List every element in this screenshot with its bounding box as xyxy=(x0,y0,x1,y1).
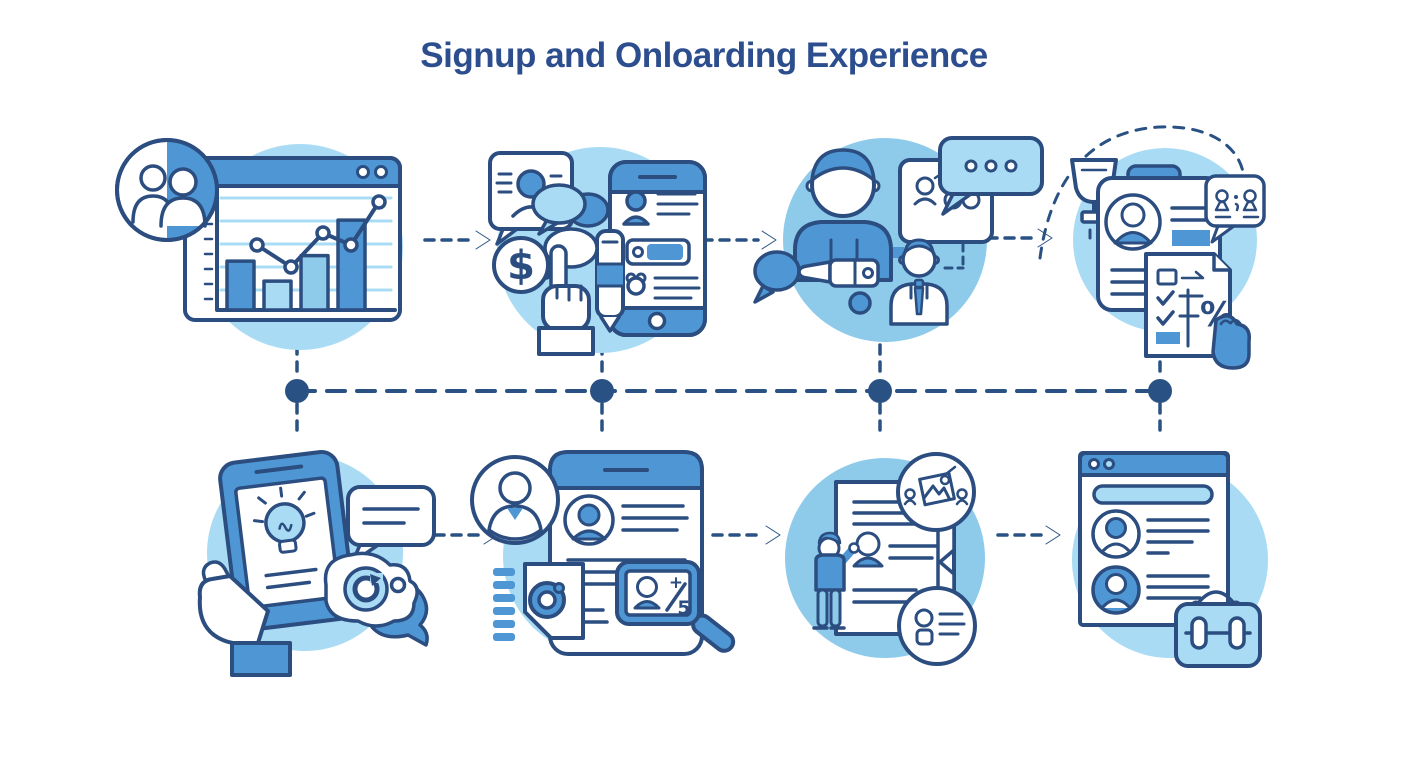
rating-magnifier-icon: + 5 xyxy=(615,560,736,653)
tablet-icon xyxy=(218,450,357,632)
camera-bubble-icon xyxy=(493,562,585,641)
comb-lines xyxy=(493,568,515,641)
dashed-link xyxy=(943,242,965,270)
team-avatars-icon xyxy=(115,138,219,242)
contact-circle-icon xyxy=(897,586,977,666)
chat-bubbles-icon xyxy=(531,183,610,280)
candidate-icon xyxy=(889,238,949,326)
line-graph-icon xyxy=(249,194,387,275)
toggle-icon xyxy=(625,238,691,266)
smartphone-icon xyxy=(608,160,707,337)
lightbulb-icon xyxy=(252,486,316,554)
refresh-icon xyxy=(323,551,429,647)
speech-bubble-icon xyxy=(753,250,801,304)
dollar-coin-icon: $ xyxy=(492,236,550,294)
holding-hand-icon xyxy=(197,560,292,677)
decorative-arc xyxy=(1038,125,1245,260)
step-6-profile-rating-review: + 5 xyxy=(455,438,745,683)
person-circle-icon xyxy=(470,455,560,545)
thumb-icon xyxy=(1211,314,1251,370)
step-7-candidate-presentation xyxy=(740,438,1030,688)
step-5-idea-feedback-tablet xyxy=(170,435,460,685)
paw-icon xyxy=(625,272,647,296)
community-bubble-icon xyxy=(1204,174,1266,244)
checklist-document-icon: % xyxy=(1144,252,1234,358)
pointing-hand-icon xyxy=(537,244,595,356)
browser-window-icon xyxy=(1078,451,1230,627)
step-1-analytics-growth-chart xyxy=(105,126,435,366)
dollar-glyph: $ xyxy=(507,243,535,289)
presenter-icon xyxy=(812,531,860,630)
step-4-achievement-review: % xyxy=(1020,118,1320,373)
step-3-mentor-conversation xyxy=(735,128,1044,378)
rating-plus-glyph: + xyxy=(669,573,683,593)
diagram-title: Signup and Onloarding Experience xyxy=(420,36,988,75)
dot-accent xyxy=(848,291,872,315)
briefcase-icon xyxy=(1174,590,1262,668)
typing-dots-bubble-icon xyxy=(938,136,1044,216)
step-2-payment-profile-phone: $ xyxy=(455,128,745,368)
pen-icon xyxy=(595,229,625,333)
media-circle-icon xyxy=(896,452,976,532)
pointing-arm xyxy=(797,258,880,288)
bar-chart-icon xyxy=(225,218,367,312)
search-bar-icon xyxy=(1092,484,1214,505)
step-8-job-search-results xyxy=(1020,438,1310,688)
rating-max-glyph: 5 xyxy=(677,597,690,619)
timeline-dots xyxy=(285,379,1172,403)
candidate-list-icon xyxy=(1091,509,1210,615)
